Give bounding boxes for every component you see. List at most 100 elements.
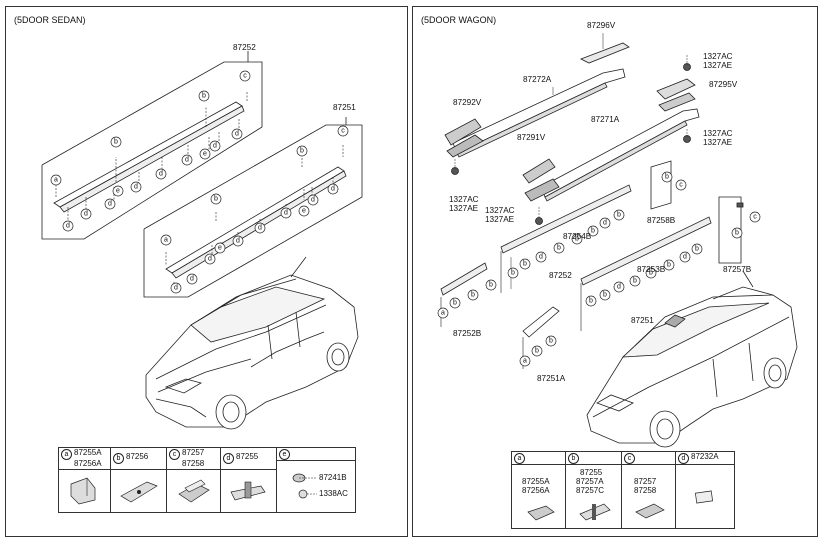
svg-text:c: c	[243, 73, 247, 80]
svg-text:c: c	[679, 182, 683, 189]
wagon-diagram: b c b c b b d b b b d b b b d b b b d b …	[437, 33, 798, 448]
callout-circle-e: e	[279, 449, 290, 460]
svg-text:b: b	[489, 282, 493, 289]
callout-circle-b: b	[113, 453, 124, 464]
label-87291V: 87291V	[517, 133, 546, 142]
svg-text:d: d	[236, 238, 240, 245]
label-87296V: 87296V	[587, 21, 616, 30]
label-1327AC-top: 1327AC	[703, 52, 733, 61]
wagon-panel: (5DOOR WAGON)	[412, 6, 818, 537]
svg-text:b: b	[695, 246, 699, 253]
label-1327AC-mid: 1327AC	[703, 129, 733, 138]
legend-cell-a: a 87255A 87256A	[512, 452, 566, 528]
legend-a-part-1: 87255A	[74, 448, 102, 457]
label-1327AE-left: 1327AE	[449, 204, 479, 213]
svg-text:a: a	[441, 310, 445, 317]
legend-b-part-3: 87257C	[576, 486, 605, 495]
svg-text:e: e	[203, 151, 207, 158]
callout-circle-a: a	[514, 453, 525, 464]
legend-c-part-1: 87257	[182, 448, 205, 457]
callout-circle-b: b	[568, 453, 579, 464]
legend-a-part-1: 87255A	[522, 477, 550, 486]
svg-text:d: d	[331, 186, 335, 193]
svg-text:b: b	[300, 148, 304, 155]
svg-text:a: a	[523, 358, 527, 365]
label-1327AC-left: 1327AC	[449, 195, 479, 204]
svg-text:d: d	[683, 254, 687, 261]
svg-text:d: d	[311, 197, 315, 204]
legend-b-part-1: 87256	[126, 452, 149, 461]
label-87252: 87252	[549, 271, 572, 280]
callouts-wagon: b c b c b b d b b b d b b b d b b b d b …	[437, 171, 761, 367]
callout-circle-c: c	[624, 453, 635, 464]
sedan-diagram: a d d b d e d d d b e d d c a d d b d e …	[41, 51, 363, 430]
label-1327AC-low: 1327AC	[485, 206, 515, 215]
clip-icon	[579, 503, 611, 521]
sedan-panel: (5DOOR SEDAN)	[5, 6, 408, 537]
svg-text:b: b	[511, 270, 515, 277]
svg-text:d: d	[258, 225, 262, 232]
svg-text:b: b	[523, 261, 527, 268]
svg-text:b: b	[557, 245, 561, 252]
part-87252-label: 87252	[233, 43, 256, 52]
svg-text:b: b	[591, 228, 595, 235]
svg-text:d: d	[134, 184, 138, 191]
legend-d-part-1: 87232A	[691, 452, 719, 461]
svg-text:b: b	[575, 236, 579, 243]
svg-text:d: d	[66, 223, 70, 230]
label-1327AE-top: 1327AE	[703, 61, 733, 70]
callout-circle-d: d	[223, 453, 234, 464]
label-87251A: 87251A	[537, 374, 566, 383]
clip-icon	[70, 477, 96, 505]
legend-c-part-1: 87257	[634, 477, 657, 486]
svg-text:b: b	[735, 230, 739, 237]
svg-text:b: b	[667, 262, 671, 269]
label-87292V: 87292V	[453, 98, 482, 107]
label-87295V: 87295V	[709, 80, 738, 89]
svg-text:d: d	[284, 210, 288, 217]
svg-text:b: b	[214, 196, 218, 203]
callouts-87252: a d d b d e d d d b e d d c	[50, 70, 251, 232]
svg-text:d: d	[235, 131, 239, 138]
svg-text:d: d	[108, 201, 112, 208]
legend-cell-b: b 87255 87257A 87257C	[566, 452, 622, 528]
label-87271A: 87271A	[591, 115, 620, 124]
label-87252B: 87252B	[453, 329, 482, 338]
label-87258B: 87258B	[647, 216, 676, 225]
svg-text:b: b	[617, 212, 621, 219]
legend-cell-e: e 87241B 1338AC	[277, 448, 355, 512]
part-87251-label: 87251	[333, 103, 356, 112]
label-87272A: 87272A	[523, 75, 552, 84]
legend-d-part-1: 87255	[236, 452, 259, 461]
clip-icon	[694, 490, 714, 504]
svg-text:d: d	[190, 276, 194, 283]
clip-icon	[120, 481, 158, 503]
svg-text:b: b	[603, 292, 607, 299]
svg-text:a: a	[164, 237, 168, 244]
svg-text:d: d	[159, 171, 163, 178]
svg-text:b: b	[665, 174, 669, 181]
label-87254B: 87254B	[563, 232, 592, 241]
svg-text:e: e	[302, 208, 306, 215]
wagon-car-outline	[586, 270, 798, 448]
svg-text:b: b	[649, 270, 653, 277]
legend-e-part-1: 87241B	[319, 473, 347, 482]
svg-text:d: d	[174, 285, 178, 292]
svg-text:d: d	[208, 256, 212, 263]
legend-e-part-2: 1338AC	[319, 489, 348, 498]
svg-text:b: b	[589, 298, 593, 305]
sedan-title: (5DOOR SEDAN)	[14, 15, 86, 25]
clip-icon	[230, 481, 266, 501]
svg-text:b: b	[453, 300, 457, 307]
callouts-87251: a d d b d e d d d b e d d c	[160, 125, 349, 294]
clip-icon	[527, 505, 555, 521]
svg-text:d: d	[213, 143, 217, 150]
label-87257B: 87257B	[723, 265, 752, 274]
svg-text:b: b	[633, 278, 637, 285]
svg-text:d: d	[539, 254, 543, 261]
svg-text:b: b	[535, 348, 539, 355]
